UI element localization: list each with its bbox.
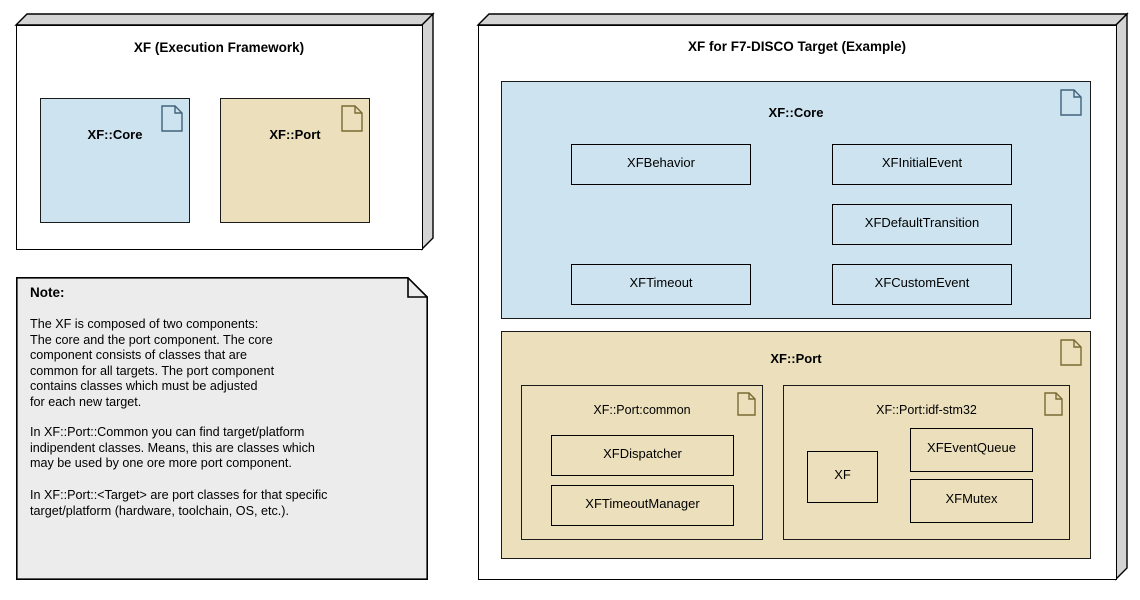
class-box-xfinitialevent[interactable]: XFInitialEvent (832, 144, 1012, 185)
note-paragraph-2: In XF::Port::Common you can find target/… (30, 425, 315, 471)
left-package-xf: XF (Execution Framework) XF::Core XF::Po… (14, 12, 435, 251)
class-label: XFMutex (945, 491, 998, 506)
component-xf-port-common[interactable]: XF::Port:common XFDispatcher XFTimeoutMa… (521, 385, 763, 540)
class-box-xfdefaulttransition[interactable]: XFDefaultTransition (832, 204, 1012, 245)
class-box-xftimeout[interactable]: XFTimeout (571, 264, 751, 305)
note-shape (16, 277, 428, 580)
class-label: XFInitialEvent (881, 155, 963, 170)
note-box: Note: The XF is composed of two componen… (16, 277, 428, 580)
class-label: XFEventQueue (927, 440, 1016, 455)
component-xf-port[interactable]: XF::Port (220, 98, 370, 223)
component-xf-core[interactable]: XF::Core (40, 98, 190, 223)
class-label: XFTimeoutManager (585, 496, 700, 511)
note-paragraph-3: In XF::Port::<Target> are port classes f… (30, 488, 328, 518)
class-box-xfmutex[interactable]: XFMutex (910, 479, 1033, 523)
class-box-xfeventqueue[interactable]: XFEventQueue (910, 428, 1033, 472)
document-icon (1044, 392, 1063, 416)
note-paragraph-1: The XF is composed of two components: Th… (30, 317, 275, 409)
component-xf-core-detail-label: XF::Core (768, 105, 824, 120)
component-xf-core-detail[interactable]: XF::Core XFBehavior XFInitialEvent XFDef… (501, 81, 1091, 319)
note-title: Note: (30, 285, 65, 300)
component-xf-port-label: XF::Port (269, 127, 321, 142)
document-icon (161, 105, 183, 132)
component-xf-port-common-label: XF::Port:common (593, 403, 691, 417)
class-label: XFTimeout (629, 275, 693, 290)
component-xf-port-detail[interactable]: XF::Port XF::Port:common XFDispatcher XF… (501, 331, 1091, 559)
class-label: XFDispatcher (603, 446, 682, 461)
left-package-title: XF (Execution Framework) (133, 40, 305, 55)
class-box-xfdispatcher[interactable]: XFDispatcher (551, 435, 734, 476)
class-label: XFBehavior (627, 155, 695, 170)
component-xf-core-label: XF::Core (87, 127, 143, 142)
class-box-xfcustomevent[interactable]: XFCustomEvent (832, 264, 1012, 305)
class-label: XFDefaultTransition (864, 215, 980, 230)
right-package-title: XF for F7-DISCO Target (Example) (687, 39, 907, 54)
component-xf-port-idf-stm32[interactable]: XF::Port:idf-stm32 XF XFEventQueue XFMut… (783, 385, 1070, 540)
document-icon (1060, 339, 1082, 366)
document-icon (341, 105, 363, 132)
class-label: XF (834, 467, 851, 482)
class-label: XFCustomEvent (874, 275, 970, 290)
component-xf-port-detail-label: XF::Port (770, 351, 822, 366)
class-box-xf[interactable]: XF (807, 451, 878, 503)
class-box-xftimeoutmanager[interactable]: XFTimeoutManager (551, 485, 734, 526)
right-package-xf-f7disco: XF for F7-DISCO Target (Example) XF::Cor… (476, 12, 1129, 581)
document-icon (737, 392, 756, 416)
component-xf-port-idf-stm32-label: XF::Port:idf-stm32 (876, 403, 977, 417)
document-icon (1060, 89, 1082, 116)
class-box-xfbehavior[interactable]: XFBehavior (571, 144, 751, 185)
